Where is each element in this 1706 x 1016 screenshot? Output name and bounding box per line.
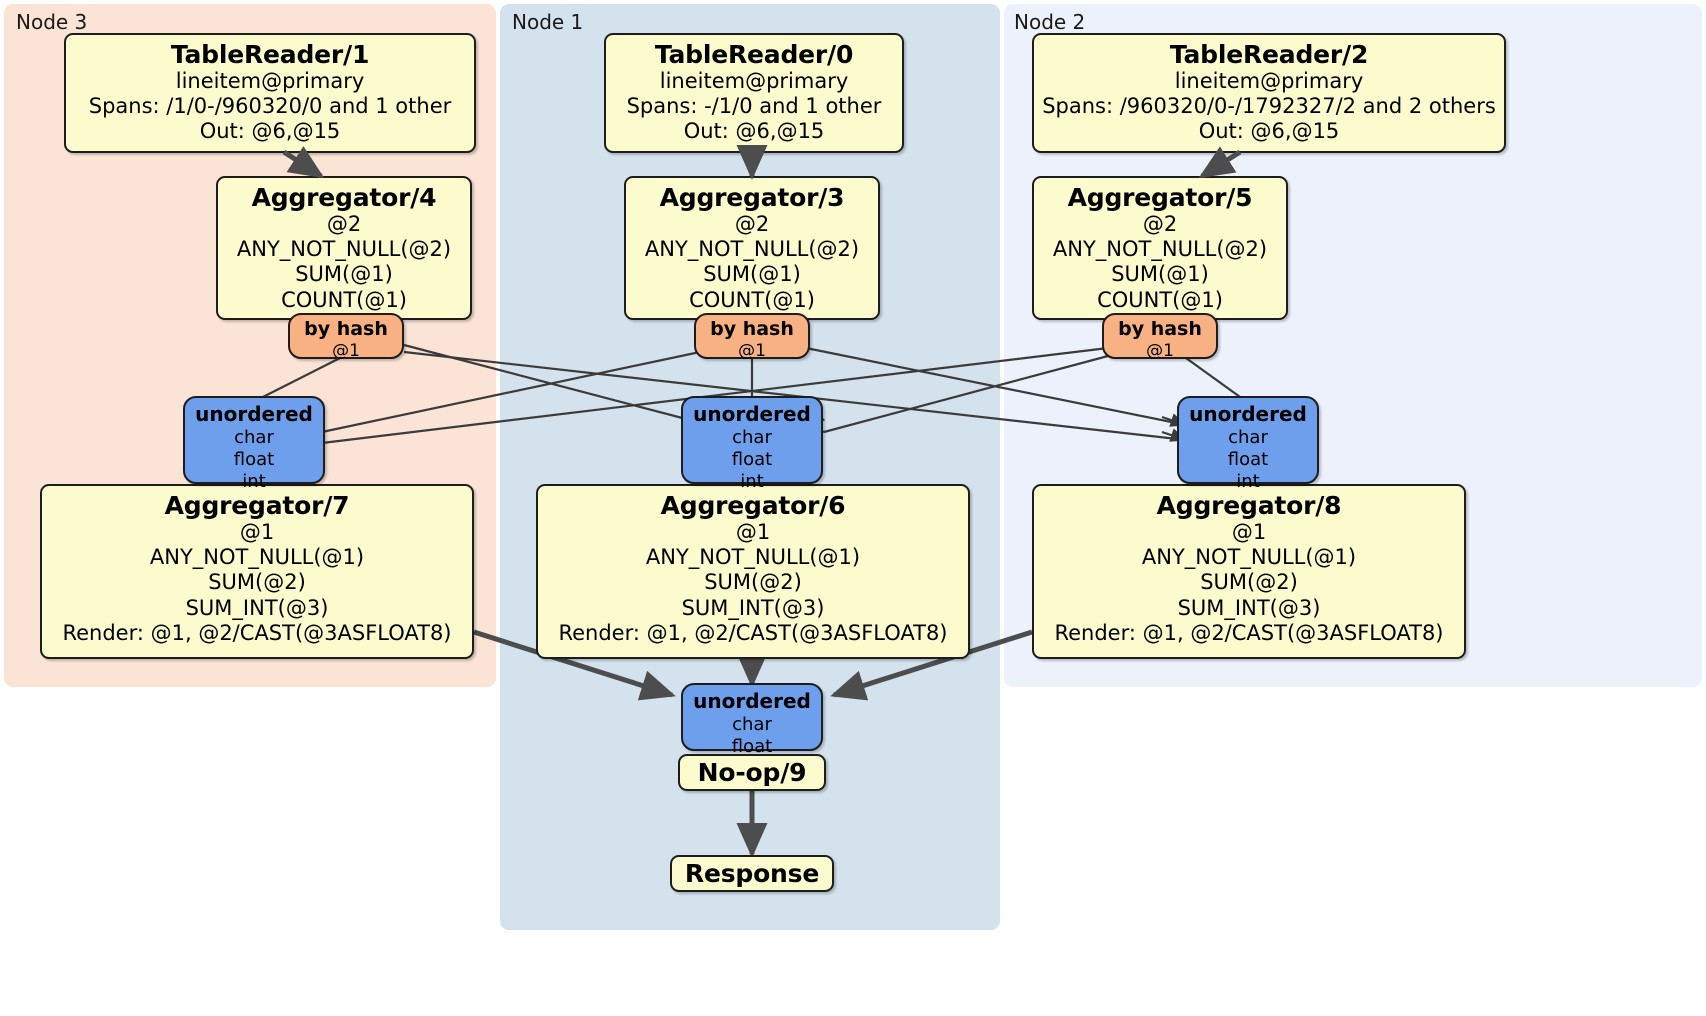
processor-render-line: Render: @1, @2/CAST(@3ASFLOAT8) bbox=[1054, 620, 1444, 645]
processor-detail-line: SUM(@2) bbox=[704, 570, 802, 595]
processor-detail-line: COUNT(@1) bbox=[689, 287, 815, 312]
processor-no-op-9[interactable]: No-op/9 bbox=[678, 754, 826, 791]
synchronizer-title: unordered bbox=[693, 689, 811, 713]
processor-title: Aggregator/5 bbox=[1067, 183, 1253, 212]
processor-title: Aggregator/3 bbox=[659, 183, 845, 212]
processor-aggregator-4[interactable]: Aggregator/4 @2 ANY_NOT_NULL(@2) SUM(@1)… bbox=[216, 176, 472, 320]
processor-detail-line: Out: @6,@15 bbox=[1198, 119, 1340, 144]
router-by-hash-center[interactable]: by hash @1 bbox=[694, 313, 810, 361]
router-detail: @1 bbox=[738, 340, 766, 361]
node-label-node1: Node 1 bbox=[512, 10, 584, 34]
processor-aggregator-7[interactable]: Aggregator/7 @1 ANY_NOT_NULL(@1) SUM(@2)… bbox=[40, 484, 474, 659]
node-label-node2: Node 2 bbox=[1014, 10, 1086, 34]
synchronizer-title: unordered bbox=[693, 402, 811, 426]
processor-detail-line: Spans: -/1/0 and 1 other bbox=[626, 94, 882, 119]
router-title: by hash bbox=[304, 318, 388, 340]
processor-aggregator-3[interactable]: Aggregator/3 @2 ANY_NOT_NULL(@2) SUM(@1)… bbox=[624, 176, 880, 320]
processor-table-reader-0[interactable]: TableReader/0 lineitem@primary Spans: -/… bbox=[604, 33, 904, 153]
router-detail: @1 bbox=[332, 340, 360, 361]
synchronizer-type: float bbox=[1227, 448, 1269, 470]
processor-table-reader-2[interactable]: TableReader/2 lineitem@primary Spans: /9… bbox=[1032, 33, 1506, 153]
processor-table-reader-1[interactable]: TableReader/1 lineitem@primary Spans: /1… bbox=[64, 33, 476, 153]
synchronizer-type: char bbox=[732, 714, 772, 735]
processor-detail-line: ANY_NOT_NULL(@1) bbox=[149, 545, 365, 570]
synchronizer-type: float bbox=[731, 735, 773, 757]
processor-detail-line: @1 bbox=[239, 520, 275, 544]
processor-detail-line: lineitem@primary bbox=[1174, 69, 1364, 93]
processor-detail-line: @2 bbox=[1142, 212, 1178, 236]
processor-render-line: Render: @1, @2/CAST(@3ASFLOAT8) bbox=[558, 620, 948, 645]
processor-detail-line: ANY_NOT_NULL(@2) bbox=[644, 237, 860, 262]
processor-response[interactable]: Response bbox=[670, 855, 834, 892]
synchronizer-unordered-final[interactable]: unordered char float bbox=[681, 683, 823, 757]
router-detail: @1 bbox=[1146, 340, 1174, 361]
processor-aggregator-5[interactable]: Aggregator/5 @2 ANY_NOT_NULL(@2) SUM(@1)… bbox=[1032, 176, 1288, 320]
synchronizer-unordered-right[interactable]: unordered char float int bbox=[1177, 396, 1319, 492]
processor-title: Aggregator/6 bbox=[660, 491, 846, 520]
synchronizer-unordered-left[interactable]: unordered char float int bbox=[183, 396, 325, 492]
processor-title: Response bbox=[684, 859, 820, 888]
processor-detail-line: SUM(@1) bbox=[295, 262, 393, 287]
processor-title: TableReader/0 bbox=[654, 40, 854, 69]
router-title: by hash bbox=[1118, 318, 1202, 340]
processor-detail-line: ANY_NOT_NULL(@1) bbox=[645, 545, 861, 570]
synchronizer-type: float bbox=[731, 448, 773, 470]
synchronizer-type: float bbox=[233, 448, 275, 470]
processor-detail-line: SUM(@2) bbox=[1200, 570, 1298, 595]
processor-title: Aggregator/8 bbox=[1156, 491, 1342, 520]
processor-detail-line: SUM_INT(@3) bbox=[681, 595, 825, 620]
processor-title: Aggregator/7 bbox=[164, 491, 350, 520]
synchronizer-type: char bbox=[732, 427, 772, 448]
node-label-node3: Node 3 bbox=[16, 10, 88, 34]
processor-detail-line: ANY_NOT_NULL(@2) bbox=[236, 237, 452, 262]
processor-detail-line: Out: @6,@15 bbox=[683, 119, 825, 144]
processor-detail-line: SUM_INT(@3) bbox=[1177, 595, 1321, 620]
router-by-hash-right[interactable]: by hash @1 bbox=[1102, 313, 1218, 361]
processor-title: No-op/9 bbox=[697, 758, 807, 787]
processor-title: Aggregator/4 bbox=[251, 183, 437, 212]
processor-detail-line: SUM(@1) bbox=[1111, 262, 1209, 287]
synchronizer-type: int bbox=[1236, 470, 1260, 492]
synchronizer-title: unordered bbox=[1189, 402, 1307, 426]
processor-detail-line: Out: @6,@15 bbox=[199, 119, 341, 144]
processor-detail-line: @1 bbox=[735, 520, 771, 544]
processor-detail-line: @2 bbox=[734, 212, 770, 236]
processor-detail-line: Spans: /1/0-/960320/0 and 1 other bbox=[88, 94, 452, 119]
router-by-hash-left[interactable]: by hash @1 bbox=[288, 313, 404, 361]
processor-detail-line: lineitem@primary bbox=[659, 69, 849, 93]
processor-detail-line: lineitem@primary bbox=[175, 69, 365, 93]
processor-detail-line: SUM(@1) bbox=[703, 262, 801, 287]
router-title: by hash bbox=[710, 318, 794, 340]
processor-aggregator-6[interactable]: Aggregator/6 @1 ANY_NOT_NULL(@1) SUM(@2)… bbox=[536, 484, 970, 659]
synchronizer-unordered-center[interactable]: unordered char float int bbox=[681, 396, 823, 492]
processor-detail-line: @1 bbox=[1231, 520, 1267, 544]
processor-detail-line: ANY_NOT_NULL(@1) bbox=[1141, 545, 1357, 570]
synchronizer-type: int bbox=[740, 470, 764, 492]
synchronizer-type: int bbox=[242, 470, 266, 492]
processor-detail-line: @2 bbox=[326, 212, 362, 236]
synchronizer-title: unordered bbox=[195, 402, 313, 426]
processor-render-line: Render: @1, @2/CAST(@3ASFLOAT8) bbox=[62, 620, 452, 645]
processor-aggregator-8[interactable]: Aggregator/8 @1 ANY_NOT_NULL(@1) SUM(@2)… bbox=[1032, 484, 1466, 659]
processor-detail-line: ANY_NOT_NULL(@2) bbox=[1052, 237, 1268, 262]
processor-detail-line: Spans: /960320/0-/1792327/2 and 2 others bbox=[1042, 94, 1496, 119]
processor-title: TableReader/1 bbox=[170, 40, 370, 69]
processor-detail-line: SUM_INT(@3) bbox=[185, 595, 329, 620]
synchronizer-type: char bbox=[1228, 427, 1268, 448]
processor-detail-line: COUNT(@1) bbox=[1097, 287, 1223, 312]
processor-detail-line: COUNT(@1) bbox=[281, 287, 407, 312]
processor-title: TableReader/2 bbox=[1169, 40, 1369, 69]
synchronizer-type: char bbox=[234, 427, 274, 448]
processor-detail-line: SUM(@2) bbox=[208, 570, 306, 595]
